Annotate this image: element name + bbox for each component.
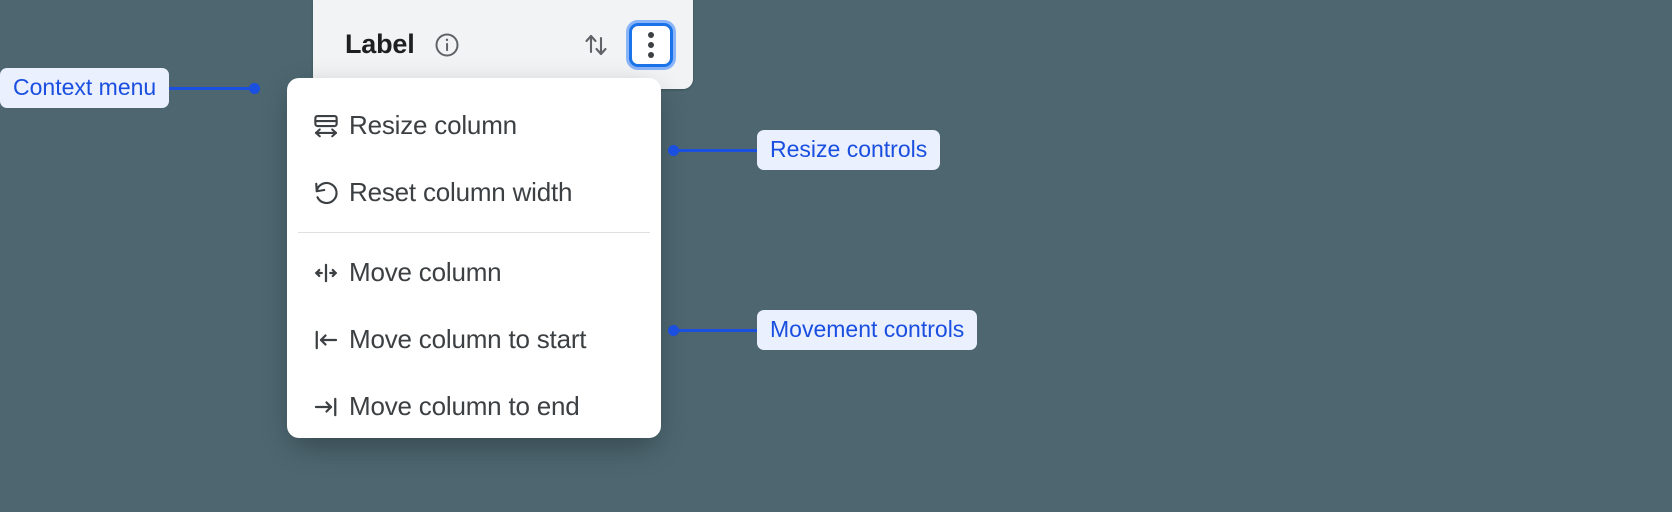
resize-column-width-icon [303, 111, 349, 141]
menu-item-move-column-to-end[interactable]: Move column to end [287, 373, 661, 440]
annotation-anchor-dot [668, 324, 679, 336]
annotation-leader-line [679, 148, 757, 152]
column-overflow-menu-button[interactable] [629, 22, 673, 67]
annotation-label: Context menu [0, 68, 170, 109]
annotation-leader-line [169, 86, 250, 90]
menu-item-reset-column-width[interactable]: Reset column width [287, 159, 661, 226]
annotation-anchor-dot [668, 144, 679, 156]
kebab-more-vertical-icon [648, 31, 654, 58]
page-title: Label [345, 29, 415, 59]
menu-item-move-column-to-start[interactable]: Move column to start [287, 306, 661, 373]
move-column-left-right-icon [303, 258, 349, 288]
move-column-to-start-icon [303, 325, 349, 355]
info-circle-icon[interactable] [433, 31, 461, 59]
annotation-anchor-dot [249, 82, 261, 94]
menu-item-label: Move column [349, 257, 502, 287]
menu-item-label: Move column to start [349, 324, 587, 354]
column-header-panel: Label [313, 0, 693, 89]
annotation-leader-line [679, 328, 757, 332]
annotation-callout-resize-controls: Resize controls [668, 130, 941, 171]
menu-item-label: Move column to end [349, 391, 580, 421]
menu-item-resize-column[interactable]: Resize column [287, 92, 661, 159]
column-context-menu: Resize column Reset column width Move co… [287, 78, 661, 438]
menu-item-move-column[interactable]: Move column [287, 239, 661, 306]
annotation-label: Movement controls [757, 310, 978, 351]
annotation-callout-context-menu: Context menu [0, 68, 261, 109]
menu-item-label: Reset column width [349, 177, 573, 207]
reset-rotate-counterclockwise-icon [303, 178, 349, 208]
move-column-to-end-icon [303, 392, 349, 422]
sort-up-down-icon[interactable] [579, 28, 613, 62]
menu-group-divider [298, 232, 650, 233]
annotation-callout-movement-controls: Movement controls [668, 310, 978, 351]
annotation-label: Resize controls [757, 130, 941, 171]
menu-item-label: Resize column [349, 110, 517, 140]
